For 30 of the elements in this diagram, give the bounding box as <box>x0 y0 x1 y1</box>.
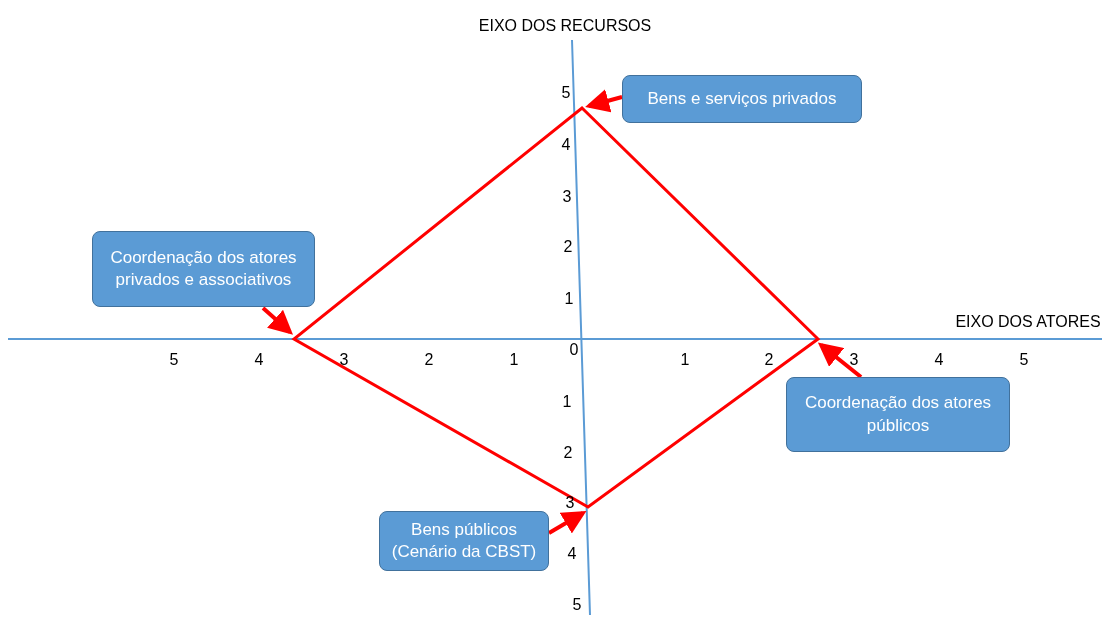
callout-box: Bens públicos (Cenário da CBST) <box>379 511 549 571</box>
tick-label: 5 <box>561 84 571 102</box>
tick-label: 4 <box>934 351 944 369</box>
tick-label: 2 <box>563 444 573 462</box>
callout-box: Coordenação dos atores privados e associativos <box>92 231 315 307</box>
tick-label: 1 <box>680 351 690 369</box>
tick-label: 4 <box>561 136 571 154</box>
tick-label: 1 <box>509 351 519 369</box>
tick-label: 2 <box>424 351 434 369</box>
tick-label: 5 <box>572 596 582 614</box>
tick-label: 3 <box>562 188 572 206</box>
tick-label: 1 <box>564 290 574 308</box>
tick-label: 0 <box>569 341 579 359</box>
leader-arrow <box>817 342 863 379</box>
tick-label: 3 <box>849 351 859 369</box>
callout-box: Bens e serviços privados <box>622 75 862 123</box>
tick-label: 5 <box>1019 351 1029 369</box>
tick-label: 3 <box>565 494 575 512</box>
leader-arrow <box>585 89 623 113</box>
axis-title: EIXO DOS RECURSOS <box>478 17 652 35</box>
tick-label: 1 <box>562 393 572 411</box>
tick-label: 4 <box>567 545 577 563</box>
callout-box: Coordenação dos atores públicos <box>786 377 1010 452</box>
tick-label: 4 <box>254 351 264 369</box>
axis-title: EIXO DOS ATORES <box>955 313 1101 331</box>
tick-label: 2 <box>563 238 573 256</box>
tick-label: 2 <box>764 351 774 369</box>
tick-label: 5 <box>169 351 179 369</box>
leader-arrow <box>261 306 293 335</box>
tick-label: 3 <box>339 351 349 369</box>
